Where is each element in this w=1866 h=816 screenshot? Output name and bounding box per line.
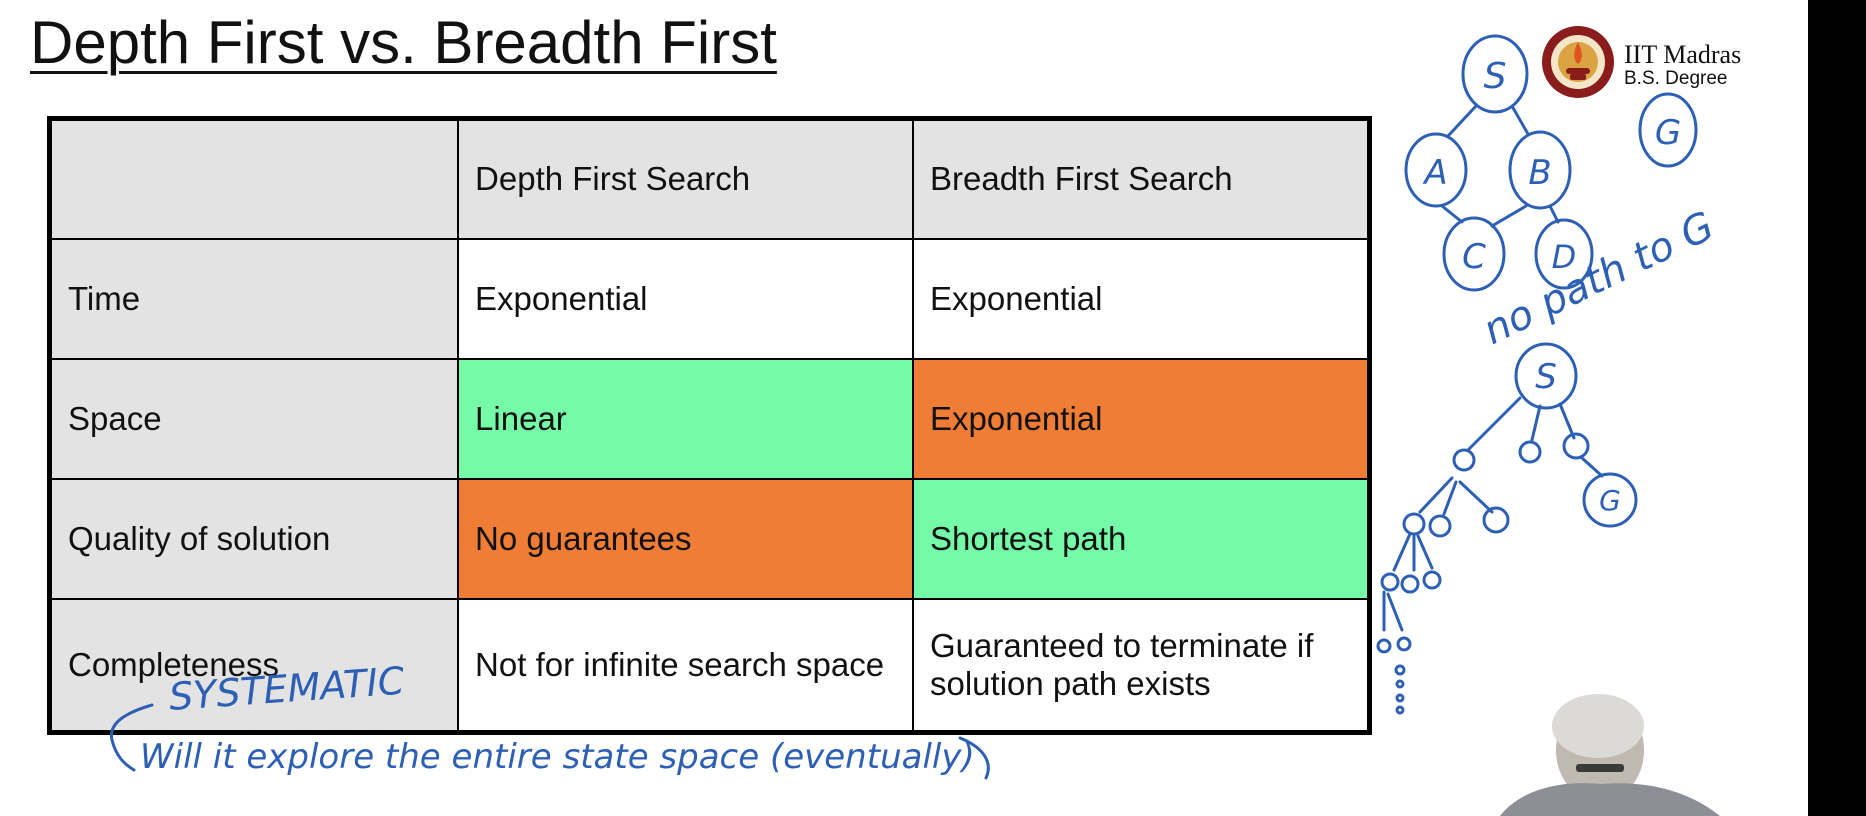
presenter-video	[1500, 694, 1720, 816]
header-bfs: Breadth First Search	[912, 117, 1371, 240]
graph1-node-g	[1638, 92, 1698, 168]
cell-dfs-space: Linear	[457, 357, 914, 480]
table-row-quality: Quality of solution No guarantees Shorte…	[48, 477, 1371, 600]
header-dfs: Depth First Search	[457, 117, 914, 240]
explore-question-note: Will it explore the entire state space (…	[140, 737, 975, 777]
graph2-label-s: S	[1535, 357, 1557, 397]
cell-bfs-completeness: Guaranteed to terminate if solution path…	[912, 597, 1371, 734]
graph1-label-s: S	[1484, 56, 1507, 97]
cell-bfs-quality: Shortest path	[912, 477, 1371, 600]
cell-dfs-completeness: Not for infinite search space	[457, 597, 914, 734]
graph2-node-s	[1514, 342, 1578, 410]
edge-s-a	[1446, 104, 1478, 138]
row-label-time: Time	[48, 237, 460, 360]
logo-title: IIT Madras	[1624, 40, 1742, 69]
cell-bfs-time: Exponential	[912, 237, 1371, 360]
row-label-quality: Quality of solution	[48, 477, 460, 600]
graph1-label-b: B	[1528, 153, 1551, 193]
row-label-space: Space	[48, 357, 460, 480]
graph1-node-a	[1404, 132, 1468, 208]
edge-b-d	[1548, 204, 1560, 224]
systematic-note: SYSTEMATIC	[168, 659, 407, 719]
edge-b-c	[1490, 204, 1528, 228]
graph1-node-d	[1534, 218, 1594, 290]
iit-madras-logo: IIT Madras B.S. Degree	[1540, 24, 1760, 104]
slide-title: Depth First vs. Breadth First	[30, 9, 777, 76]
cell-dfs-quality: No guarantees	[457, 477, 914, 600]
table-row-space: Space Linear Exponential	[48, 357, 1371, 480]
header-empty-cell	[48, 117, 460, 240]
graph1-label-a: A	[1422, 153, 1447, 193]
table-row-completeness: Completeness Not for infinite search spa…	[48, 597, 1371, 734]
graph2-node-g	[1582, 472, 1638, 528]
graph1-label-c: C	[1462, 237, 1486, 277]
graph2-label-g: G	[1599, 484, 1621, 517]
graph1-label-g: G	[1655, 113, 1681, 153]
cell-dfs-time: Exponential	[457, 237, 914, 360]
comparison-table: Depth First Search Breadth First Search …	[47, 116, 1372, 735]
graph1-node-c	[1442, 216, 1506, 292]
table-header-row: Depth First Search Breadth First Search	[48, 117, 1371, 240]
logo-subtitle: B.S. Degree	[1624, 68, 1728, 89]
cell-bfs-space: Exponential	[912, 357, 1371, 480]
edge-a-c	[1440, 204, 1464, 224]
graph1-node-b	[1508, 130, 1572, 210]
row-label-completeness: Completeness	[48, 597, 460, 734]
no-path-note: no path to G	[1476, 203, 1721, 354]
right-black-bar	[1808, 0, 1866, 816]
institute-emblem-icon	[1542, 26, 1614, 98]
table-row-time: Time Exponential Exponential	[48, 237, 1371, 360]
graph1-node-s	[1461, 34, 1529, 114]
graph1-label-d: D	[1552, 238, 1577, 276]
edge-s-b	[1510, 104, 1530, 136]
